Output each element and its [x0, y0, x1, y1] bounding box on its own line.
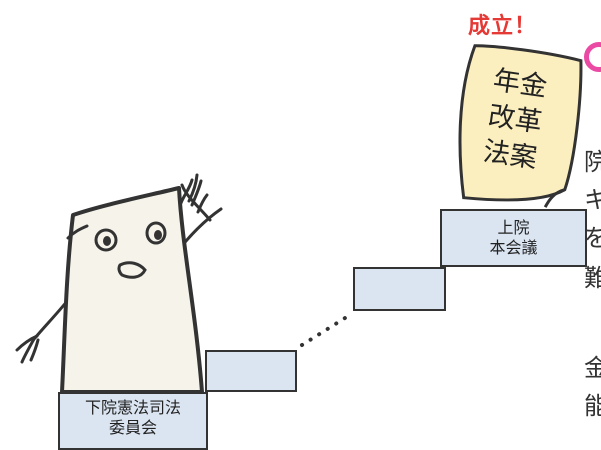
logo-icon: [584, 42, 601, 72]
side-text-3: を: [584, 224, 601, 252]
bill-document: 年金 改革 法案: [429, 35, 599, 220]
step-bottom-label: 下院憲法司法 委員会: [58, 398, 208, 438]
character-body-icon: [60, 186, 204, 394]
side-text-6: 能: [584, 392, 601, 420]
mouth-icon: [117, 261, 147, 279]
success-banner: 成立！: [468, 14, 538, 39]
side-text-4: 難: [584, 264, 601, 292]
step-top-label-line2: 本会議: [489, 238, 538, 257]
step-3: [353, 267, 446, 311]
step-top-label: 上院 本会議: [440, 218, 587, 258]
step-bottom-label-line2: 委員会: [108, 418, 157, 437]
step-2: [205, 350, 297, 392]
step-bottom-label-line1: 下院憲法司法: [84, 398, 181, 417]
pupil-right-icon: [154, 230, 162, 240]
step-top-label-line1: 上院: [497, 218, 530, 237]
pupil-left-icon: [103, 236, 111, 246]
step-top: [440, 209, 587, 267]
side-text-5: 金: [584, 354, 601, 382]
side-text-1: 院: [584, 148, 601, 176]
side-text-2: キ: [584, 186, 601, 214]
paper-icon: [458, 44, 583, 208]
character-fold-icon: [66, 224, 89, 240]
character-arm-left-icon: [15, 298, 70, 364]
